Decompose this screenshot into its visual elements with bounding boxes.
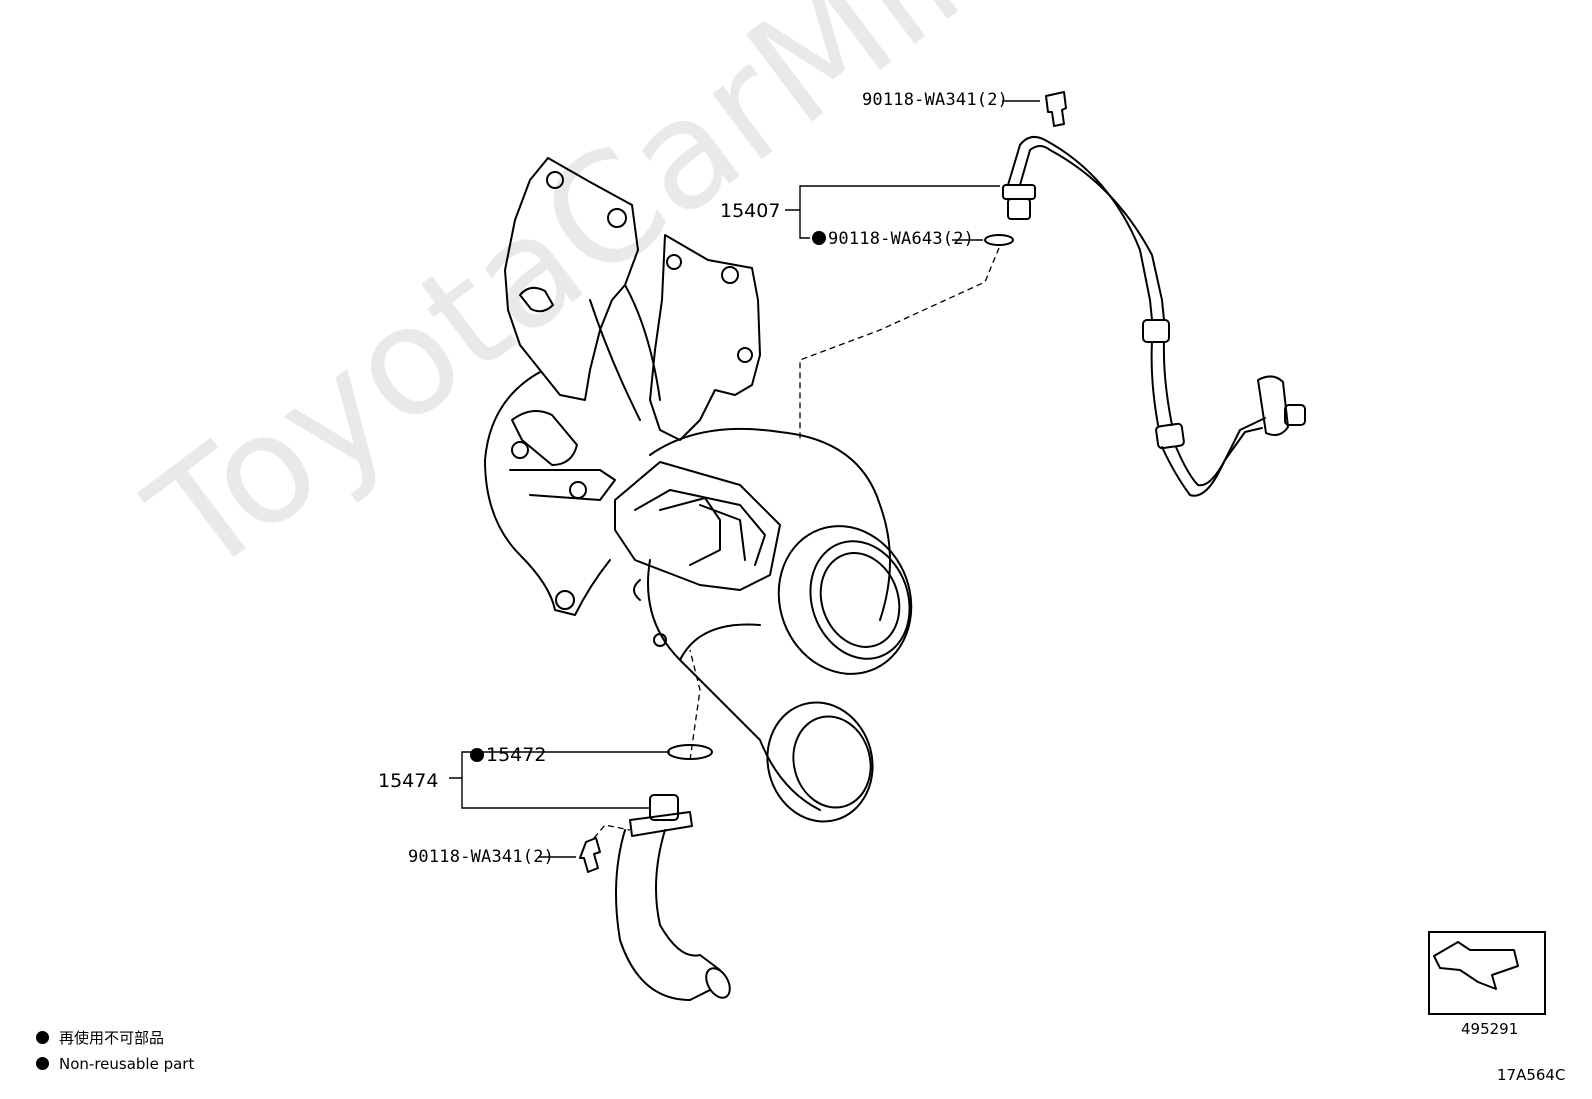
oil-feed-pipe xyxy=(1007,135,1153,321)
legend-dot-icon xyxy=(36,1031,49,1044)
compressor-housing xyxy=(649,427,891,621)
oil-return-pipe xyxy=(615,829,711,1001)
manifold-flange-right xyxy=(649,234,761,441)
label-gasket-bottom: 15472 xyxy=(470,744,546,766)
direction-arrow-icon xyxy=(1433,941,1519,990)
label-gasket-bottom-text: 15472 xyxy=(486,744,547,766)
bolt-top-icon xyxy=(1045,91,1067,127)
reference-box[interactable] xyxy=(1428,931,1546,1015)
label-gasket-top: 90118-WA643(2) xyxy=(812,229,974,249)
figure-id: 17A564C xyxy=(1497,1066,1566,1084)
label-bolt-top: 90118-WA341(2) xyxy=(862,90,1009,110)
legend-en: Non-reusable part xyxy=(36,1054,194,1074)
label-pipe-top: 15407 xyxy=(720,200,781,222)
manifold-flange-left xyxy=(504,157,639,401)
legend-en-text: Non-reusable part xyxy=(59,1055,195,1073)
turbine-housing xyxy=(484,371,611,616)
label-gasket-top-text: 90118-WA643(2) xyxy=(828,229,975,249)
label-bolt-bottom: 90118-WA341(2) xyxy=(408,847,555,867)
gasket-top-icon xyxy=(984,234,1014,246)
bolt-bottom-icon xyxy=(579,837,601,873)
reference-number: 495291 xyxy=(1461,1020,1519,1038)
legend-jp: 再使用不可部品 xyxy=(36,1028,164,1048)
non-reusable-dot-icon xyxy=(470,748,484,762)
compressor-inlet xyxy=(777,525,913,675)
label-pipe-bottom: 15474 xyxy=(378,770,439,792)
non-reusable-dot-icon xyxy=(812,231,826,245)
compressor-outlet xyxy=(766,701,874,823)
legend-jp-text: 再使用不可部品 xyxy=(59,1029,165,1047)
legend-dot-icon xyxy=(36,1057,49,1070)
actuator xyxy=(614,461,781,591)
